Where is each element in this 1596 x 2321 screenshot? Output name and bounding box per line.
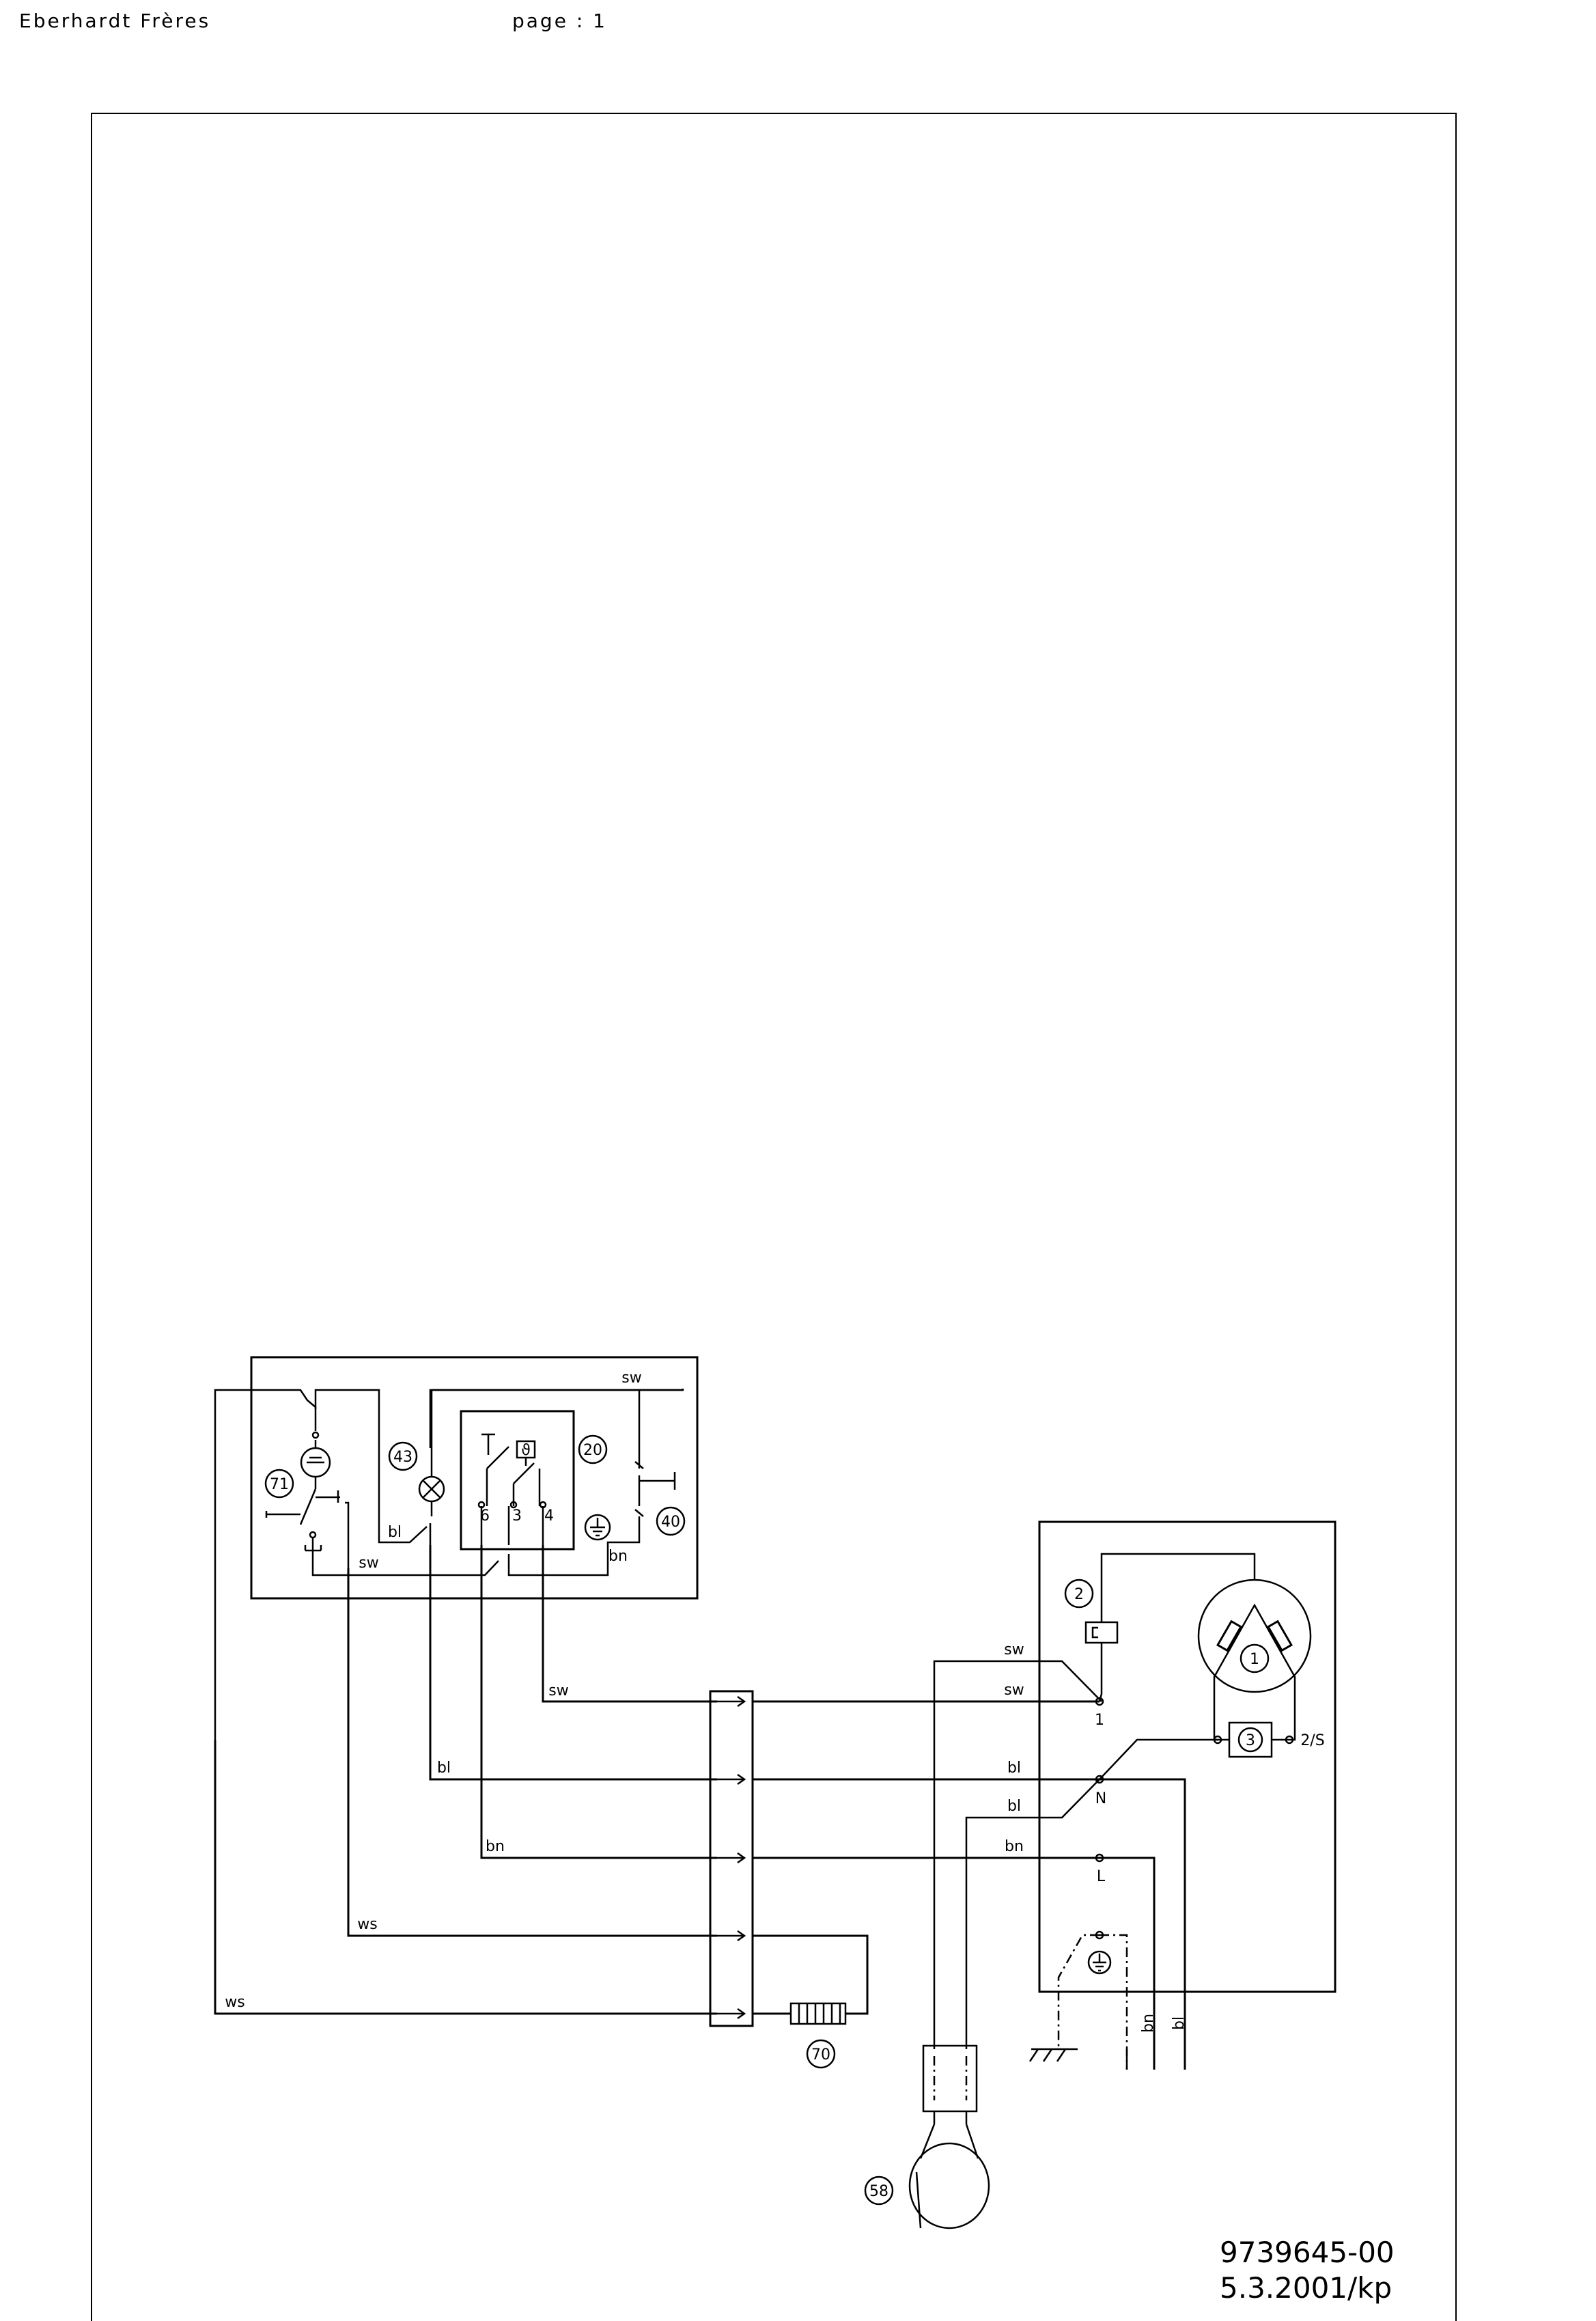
- component-20-number: 20: [583, 1442, 602, 1459]
- terminal-1-point: [1095, 1697, 1104, 1706]
- component-2-marker: 2: [1064, 1579, 1094, 1609]
- component-20-marker: 20: [578, 1434, 608, 1464]
- wire-label-bl-main: bl: [437, 1760, 451, 1777]
- component-20-thermostat-box: [460, 1410, 575, 1551]
- earth-symbol: [1028, 1930, 1128, 2070]
- component-40-number: 40: [661, 1514, 680, 1531]
- component-3-number: 3: [1246, 1732, 1255, 1749]
- component-40-switch: [634, 1451, 676, 1517]
- component-70-marker: 70: [806, 2039, 836, 2069]
- wire-label-bl-vertical: bl: [1171, 2016, 1188, 2030]
- main-wire-runs: [214, 1545, 1100, 2015]
- component-70-heater: [789, 2002, 847, 2025]
- control-box: [250, 1356, 699, 1600]
- component-71-number: 71: [270, 1476, 289, 1493]
- wire-label-sw-r1: sw: [1004, 1641, 1024, 1658]
- component-20-contacts: ϑ: [477, 1433, 611, 1541]
- header-company: Eberhardt Frères: [19, 10, 211, 32]
- drawing-frame: [91, 113, 1457, 2321]
- component-1-motor: 1: [1197, 1579, 1312, 1693]
- wire-label-sw-main: sw: [548, 1682, 568, 1699]
- component-3-overload: 3: [1099, 1684, 1296, 1780]
- compressor-box: [1038, 1520, 1336, 1993]
- component-2-number: 2: [1074, 1586, 1084, 1603]
- wire-label-ws-1: ws: [357, 1916, 377, 1933]
- component-71-door-switch: [265, 1431, 340, 1552]
- component-71-marker: 71: [264, 1469, 294, 1499]
- wire-label-ws-2: ws: [225, 1994, 244, 2011]
- component-43-marker: 43: [388, 1441, 418, 1471]
- document-number: 9739645-00: [1220, 2236, 1395, 2269]
- terminal-1-label: 1: [1095, 1712, 1104, 1729]
- terminal-2s-label: 2/S: [1300, 1732, 1324, 1749]
- wire-label-sw-top: sw: [621, 1370, 641, 1387]
- component-1-number: 1: [1250, 1651, 1259, 1668]
- wire-label-bl-r2: bl: [1007, 1798, 1021, 1815]
- compressor-plug: [922, 2044, 978, 2124]
- component-58-marker: 58: [864, 2176, 894, 2206]
- component-2-relay: [1084, 1553, 1256, 1702]
- wire-label-sw-r2: sw: [1004, 1682, 1024, 1699]
- wire-label-bn-box: bn: [608, 1548, 628, 1565]
- terminal-n-label: N: [1095, 1790, 1106, 1807]
- wire-label-bn-vertical: bn: [1140, 2014, 1157, 2033]
- wire-label-sw-bottom: sw: [359, 1555, 378, 1572]
- terminal-6-label: 6: [480, 1507, 490, 1525]
- terminal-3-label: 3: [512, 1507, 522, 1525]
- wire-label-bn-main: bn: [486, 1838, 505, 1855]
- component-70-number: 70: [811, 2046, 830, 2063]
- component-43-number: 43: [393, 1449, 412, 1466]
- terminal-l-label: L: [1097, 1868, 1106, 1885]
- wire-label-bn-r: bn: [1005, 1838, 1024, 1855]
- control-box-wiring: [214, 1389, 684, 1740]
- header-page-number: page : 1: [512, 10, 607, 32]
- terminal-strip-connectors: [717, 1695, 746, 2020]
- compressor-wiring: [933, 1660, 1186, 2070]
- terminal-4-label: 4: [544, 1507, 554, 1525]
- component-40-marker: 40: [656, 1506, 686, 1536]
- wire-label-bl-r1: bl: [1007, 1760, 1021, 1777]
- component-43-lamp-symbol: [418, 1454, 445, 1516]
- document-date-code: 5.3.2001/kp: [1220, 2271, 1392, 2305]
- wire-label-bl-43: bl: [388, 1524, 402, 1541]
- component-58-compressor: [908, 2124, 990, 2229]
- svg-text:ϑ: ϑ: [521, 1442, 531, 1459]
- component-58-number: 58: [869, 2183, 888, 2200]
